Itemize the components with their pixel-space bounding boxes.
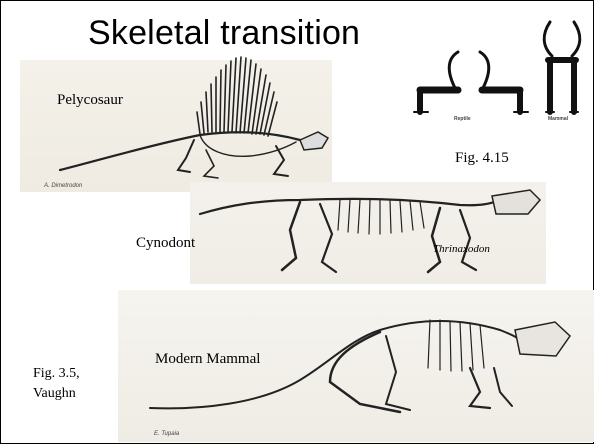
thrinaxodon-label: Thrinaxodon bbox=[433, 243, 490, 255]
pelycosaur-label: Pelycosaur bbox=[57, 92, 123, 109]
modern-mammal-label: Modern Mammal bbox=[155, 351, 260, 368]
figure-4-15-label: Fig. 4.15 bbox=[455, 150, 509, 167]
vaughn-label: Vaughn bbox=[33, 384, 80, 404]
tupaia-caption: E. Tupaia bbox=[154, 431, 179, 437]
thrinaxodon-skeleton bbox=[200, 190, 540, 272]
reptile-caption: Reptile bbox=[454, 116, 471, 122]
mammal-caption: Mammal bbox=[548, 116, 568, 122]
dimetrodon-caption: A. Dimetrodon bbox=[44, 183, 82, 189]
limb-posture-diagram bbox=[414, 22, 580, 112]
figure-3-5-label: Fig. 3.5, bbox=[33, 364, 80, 384]
dimetrodon-skeleton bbox=[60, 57, 328, 178]
figure-3-5-citation: Fig. 3.5, Vaughn bbox=[33, 364, 80, 404]
slide-title: Skeletal transition bbox=[88, 14, 360, 53]
cynodont-label: Cynodont bbox=[136, 235, 195, 252]
